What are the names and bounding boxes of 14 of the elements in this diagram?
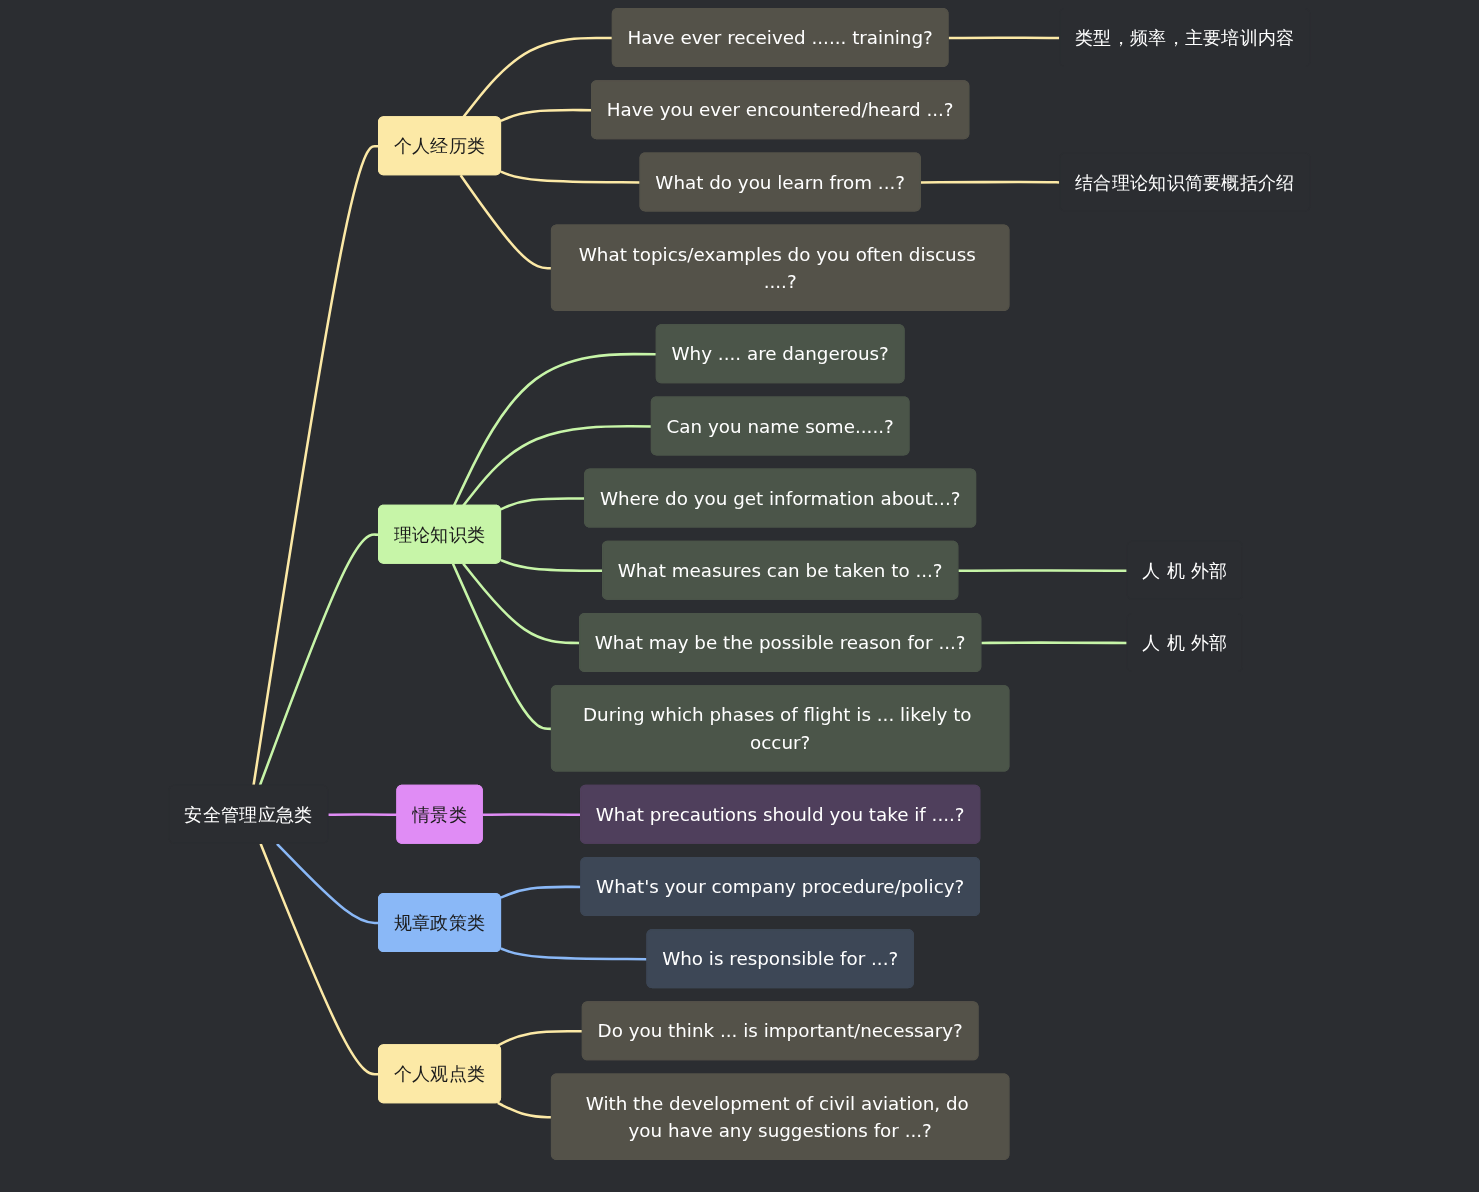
connector	[500, 170, 641, 184]
node-text: 结合理论知识简要概括介绍	[1075, 171, 1295, 193]
connector	[452, 352, 657, 507]
connector	[451, 563, 552, 731]
connector	[497, 1029, 583, 1047]
connector	[981, 641, 1128, 645]
connector	[459, 174, 552, 270]
connector	[958, 569, 1128, 573]
node-text: 人 机 外部	[1142, 631, 1228, 654]
connector	[497, 1101, 552, 1119]
node-text: 人 机 外部	[1142, 559, 1228, 581]
connector	[462, 425, 652, 507]
node-text: 安全管理应急类	[184, 803, 313, 825]
node-text: 类型，频率，主要培训内容	[1075, 26, 1295, 49]
